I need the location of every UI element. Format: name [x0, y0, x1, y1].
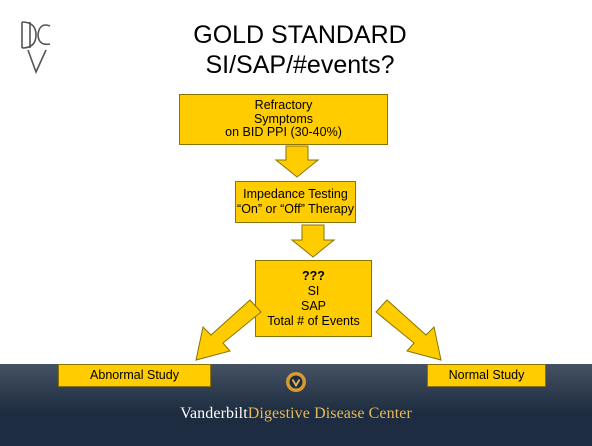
criteria-total-events: Total # of Events [267, 313, 360, 328]
footer-name-part2: Digestive Disease Center [247, 405, 412, 422]
refractory-symptoms-box: Refractory Symptoms on BID PPI (30-40%) [179, 94, 388, 145]
criteria-box: ??? SI SAP Total # of Events [255, 260, 372, 337]
criteria-si: SI [307, 283, 320, 298]
refractory-line-3: on BID PPI (30-40%) [225, 125, 342, 140]
refractory-line-2: Symptoms [253, 111, 314, 126]
impedance-line-1: Impedance Testing [243, 187, 348, 201]
slide-title: GOLD STANDARD SI/SAP/#events? [150, 20, 450, 80]
impedance-line-2: “On” or “Off” Therapy [237, 202, 354, 216]
down-arrow-2 [290, 224, 336, 258]
normal-study-label: Normal Study [448, 367, 525, 382]
footer-name-part1: Vanderbilt [180, 405, 248, 422]
left-diagonal-arrow [195, 299, 262, 361]
criteria-question: ??? [302, 268, 325, 283]
vanderbilt-emblem-icon [286, 372, 306, 392]
right-diagonal-arrow [375, 299, 442, 361]
abnormal-study-box: Abnormal Study [58, 364, 211, 387]
down-arrow-1 [274, 145, 320, 178]
abnormal-study-label: Abnormal Study [90, 367, 179, 382]
refractory-line-1: Refractory [254, 98, 313, 113]
normal-study-box: Normal Study [427, 364, 546, 387]
footer-center-name: VanderbiltDigestive Disease Center [0, 405, 592, 423]
title-line-2: SI/SAP/#events? [205, 51, 395, 79]
vanderbilt-ddc-monogram-icon [21, 21, 51, 75]
impedance-testing-box: Impedance Testing “On” or “Off” Therapy [235, 181, 356, 223]
criteria-sap: SAP [300, 298, 326, 313]
title-line-1: GOLD STANDARD [193, 21, 407, 49]
